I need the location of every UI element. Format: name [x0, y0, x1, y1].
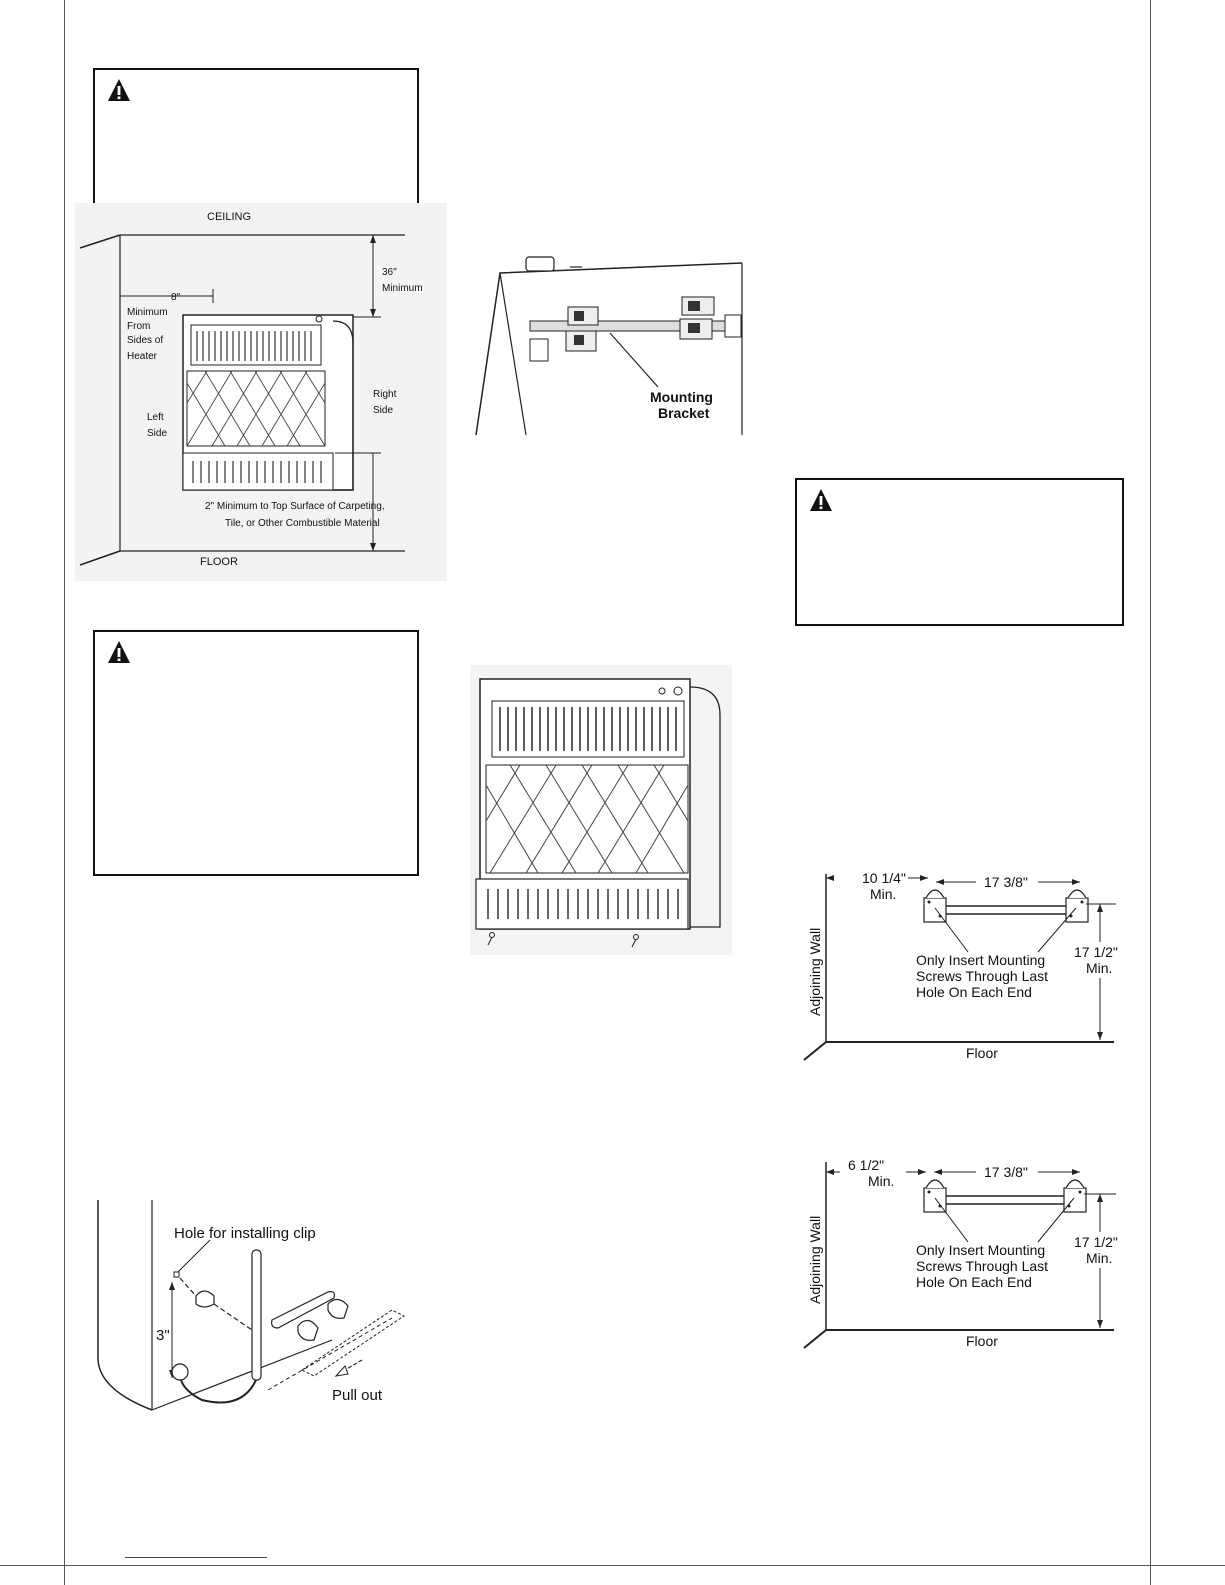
side-note-4: Heater: [127, 351, 158, 362]
warning-triangle-icon: [108, 79, 130, 101]
wall-mount-diagram-b: 6 1/2" Min. 17 3/8" 17 1/2" Min. Only In…: [800, 1152, 1120, 1352]
side-note-1: Minimum: [127, 307, 168, 318]
note-b-3: Hole On Each End: [916, 1274, 1032, 1290]
height-dim-b: 17 1/2": [1074, 1234, 1118, 1250]
side-dim-a: 10 1/4": [862, 870, 906, 886]
left-side-label-2: Side: [147, 428, 167, 439]
note-a-1: Only Insert Mounting: [916, 952, 1045, 968]
side-dim-a-min: Min.: [870, 886, 896, 902]
right-side-label-1: Right: [373, 389, 397, 400]
page-right-rule: [1150, 0, 1151, 1585]
side-note-3: Sides of: [127, 335, 163, 346]
hole-label: Hole for installing clip: [174, 1225, 316, 1242]
ceiling-label: CEILING: [207, 211, 251, 223]
side-dim-b: 6 1/2": [848, 1157, 884, 1173]
warning-box-right: [795, 478, 1124, 626]
side-dim-label: 8": [171, 292, 181, 303]
clearance-diagram: CEILING FLOOR 36" Minimum 8" Minimum Fro…: [75, 203, 447, 581]
note-b-1: Only Insert Mounting: [916, 1242, 1045, 1258]
note-b-2: Screws Through Last: [916, 1258, 1048, 1274]
wall-label-a: Adjoining Wall: [807, 928, 823, 1016]
thermocouple-clip-figure: Hole for installing clip 3" Pull out: [92, 1200, 414, 1415]
warning-triangle-icon: [810, 489, 832, 511]
width-dim-b: 17 3/8": [984, 1164, 1028, 1180]
floor-label-a: Floor: [966, 1045, 998, 1061]
wall-label-b: Adjoining Wall: [807, 1216, 823, 1304]
floor-label: FLOOR: [200, 556, 238, 568]
page-bottom-rule: [0, 1565, 1225, 1566]
note-a-3: Hole On Each End: [916, 984, 1032, 1000]
note-a-2: Screws Through Last: [916, 968, 1048, 984]
height-dim-a: 17 1/2": [1074, 944, 1118, 960]
right-side-label-2: Side: [373, 405, 393, 416]
warning-box-middle-left: [93, 630, 419, 876]
floor-label-b: Floor: [966, 1333, 998, 1349]
mounting-bracket-figure: Mounting Bracket: [470, 255, 744, 435]
bracket-callout-2: Bracket: [658, 405, 710, 421]
bracket-callout-1: Mounting: [650, 389, 713, 405]
heater-front-figure: [470, 665, 732, 955]
side-note-2: From: [127, 321, 150, 332]
pull-out-label: Pull out: [332, 1387, 383, 1404]
height-dim-a-min: Min.: [1086, 960, 1112, 976]
footer-link-underline[interactable]: [125, 1557, 267, 1558]
height-dim-b-min: Min.: [1086, 1250, 1112, 1266]
page-left-rule: [64, 0, 65, 1585]
left-side-label-1: Left: [147, 412, 164, 423]
thermo-dim-label: 3": [156, 1327, 170, 1344]
warning-box-top-left: [93, 68, 419, 204]
top-dim-label: 36": [382, 267, 397, 278]
top-dim-note: Minimum: [382, 283, 423, 294]
side-dim-b-min: Min.: [868, 1173, 894, 1189]
bottom-note-1: 2" Minimum to Top Surface of Carpeting,: [205, 501, 385, 512]
wall-mount-diagram-a: 10 1/4" Min. 17 3/8" 17 1/2" Min. Only I…: [800, 864, 1120, 1064]
warning-triangle-icon: [108, 641, 130, 663]
width-dim-a: 17 3/8": [984, 874, 1028, 890]
bottom-note-2: Tile, or Other Combustible Material: [225, 518, 380, 529]
